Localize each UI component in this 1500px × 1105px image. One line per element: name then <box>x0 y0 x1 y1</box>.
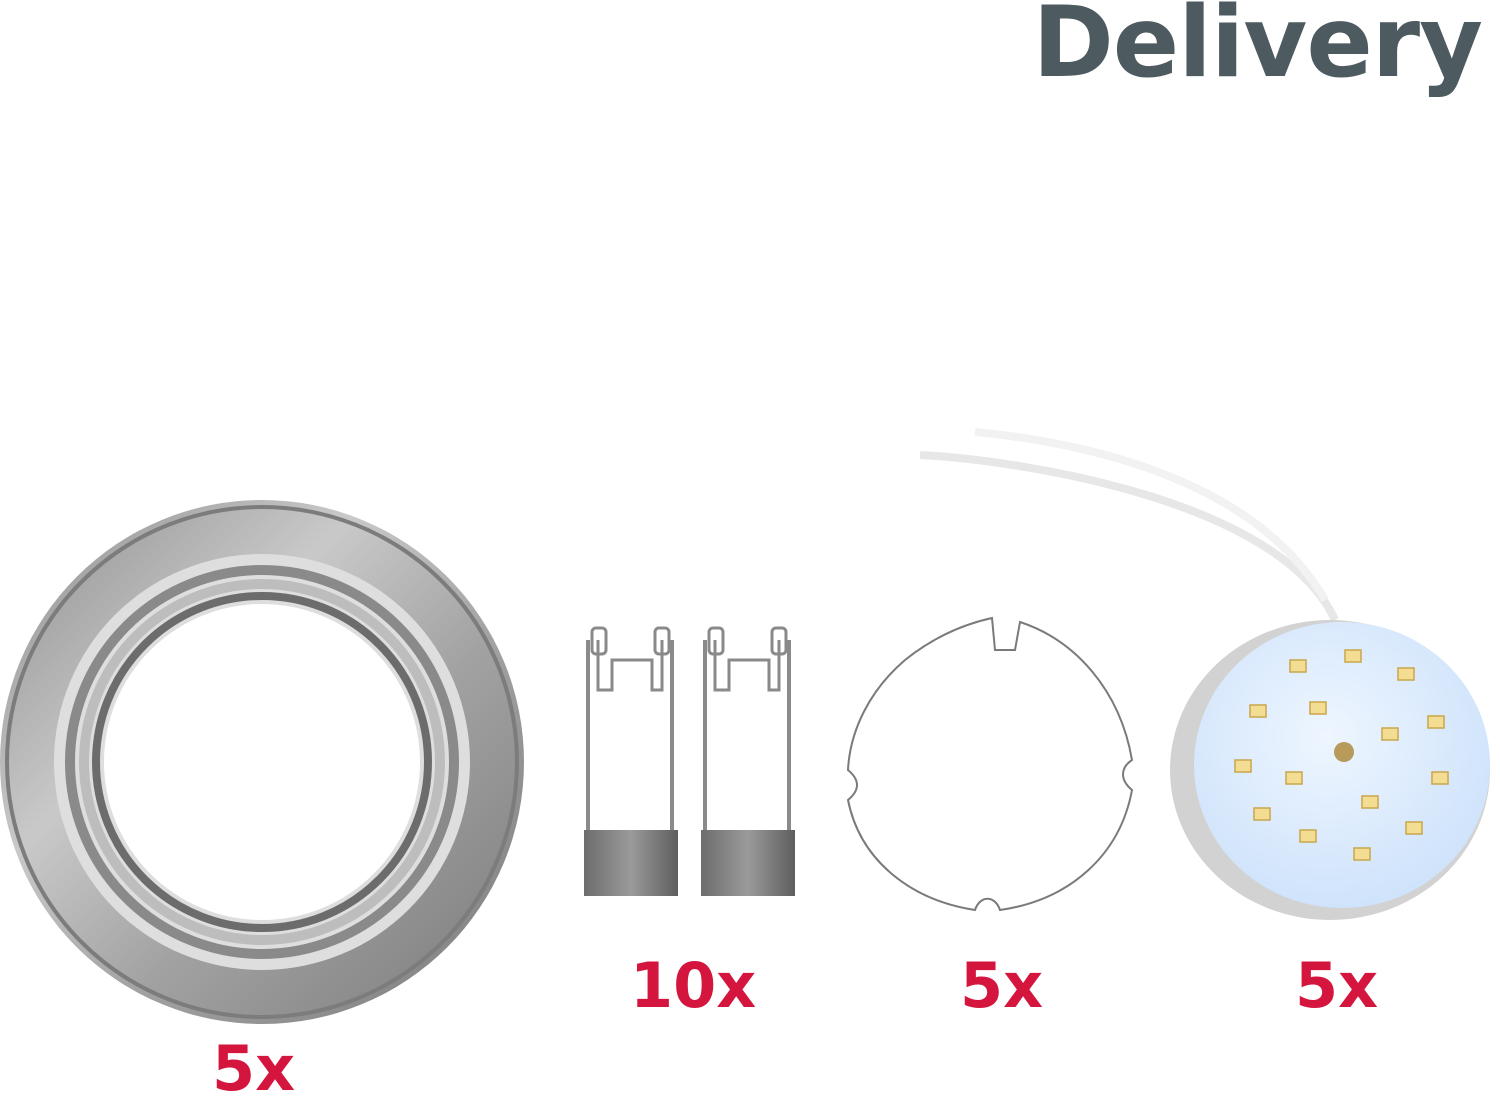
mounting-plate-icon <box>846 616 1134 912</box>
plate-quantity: 5x <box>960 949 1044 1022</box>
ring-quantity: 5x <box>212 1032 296 1105</box>
led-module-icon <box>919 428 1490 920</box>
spring-clip-icon <box>701 626 795 896</box>
recessed-ring-icon <box>0 500 524 1024</box>
page-title: Delivery <box>1032 0 1483 100</box>
led-quantity: 5x <box>1295 949 1379 1022</box>
clips-quantity: 10x <box>630 949 757 1022</box>
spring-clip-icon <box>584 626 678 896</box>
